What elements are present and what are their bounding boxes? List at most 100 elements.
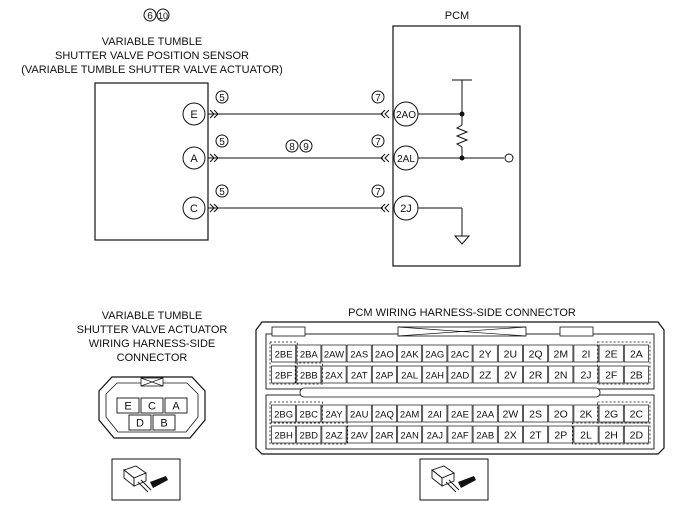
pcm-cell-2L — [573, 425, 599, 444]
pcm-box — [392, 25, 521, 267]
pcm-cell-2AJ — [422, 425, 448, 444]
pcm-cell-2B — [623, 365, 649, 384]
pcm-cell-2AZ — [321, 425, 347, 444]
pcm-internal-circuit — [418, 79, 514, 245]
actuator-pin-box-D — [128, 414, 152, 431]
pcm-cell-2AB — [472, 425, 498, 444]
pcm-cell-2I — [573, 344, 599, 363]
pcm-pin-label-2AP: 2AP — [375, 371, 393, 382]
connector-view-icon-right — [419, 458, 489, 501]
pcm-pin-label-2AJ: 2AJ — [427, 431, 444, 442]
pcm-connector-housing — [255, 321, 665, 455]
pcm-cell-2X — [497, 425, 523, 444]
wire-ref-left: 5 — [219, 187, 225, 198]
wire-ref-mid-9: 9 — [303, 142, 309, 153]
pcm-pin-label-2AI: 2AI — [428, 410, 442, 421]
pcm-key-group-top-right — [597, 341, 651, 385]
pcm-key-group-bottom-left-row2 — [269, 422, 348, 445]
pcm-cell-2M — [548, 344, 574, 363]
pcm-pin-label-2AM: 2AM — [400, 410, 420, 421]
pcm-pin-label-2U: 2U — [504, 349, 517, 361]
pcm-key-group-top-2bb — [294, 362, 323, 385]
pcm-pin-2J: 2J — [400, 203, 412, 215]
pcm-pin-label-2AO: 2AO — [375, 350, 394, 361]
pcm-cell-2AG — [422, 344, 448, 363]
pcm-pin-label-2N: 2N — [554, 370, 567, 382]
pcm-cell-2T — [523, 425, 549, 444]
pcm-key-group-bottom-right — [597, 401, 651, 424]
pcm-pin-label-2BF: 2BF — [275, 371, 293, 382]
pcm-pin-label-2AR: 2AR — [375, 431, 394, 442]
pcm-pin-label-2AN: 2AN — [400, 431, 419, 442]
pcm-cell-2N — [548, 365, 574, 384]
pcm-pin-label-2AC: 2AC — [451, 350, 470, 361]
pcm-pin-label-2H: 2H — [604, 430, 617, 442]
actuator-pin-box-A — [164, 397, 188, 414]
pcm-cell-2Z — [472, 365, 498, 384]
pcm-pin-label-2F: 2F — [605, 370, 617, 382]
pcm-pin-label-2AE: 2AE — [451, 410, 469, 421]
pcm-pin-label-2R: 2R — [529, 370, 543, 382]
pcm-cell-2BF — [271, 365, 297, 384]
sensor-title-line3: (VARIABLE TUMBLE SHUTTER VALVE ACTUATOR) — [21, 64, 283, 76]
actuator-pin-box-C — [140, 397, 164, 414]
note-ref-6: 6 — [147, 11, 153, 22]
pcm-pin-label-2V: 2V — [504, 370, 517, 382]
pcm-cell-2AF — [447, 425, 473, 444]
pcm-cell-2BH — [271, 425, 297, 444]
wire-ref-left: 5 — [219, 93, 225, 104]
pcm-pin-label-2AD: 2AD — [451, 371, 470, 382]
pcm-pin-label-2AZ: 2AZ — [325, 431, 343, 442]
pcm-junction-dots — [459, 111, 465, 161]
pcm-pin-label-2J: 2J — [580, 370, 591, 382]
pcm-cell-2F — [598, 365, 624, 384]
actuator-pin-D: D — [136, 418, 144, 430]
pcm-cell-2AL — [397, 365, 423, 384]
pcm-pin-label-2Q: 2Q — [529, 349, 543, 361]
pcm-cell-2BG — [271, 404, 297, 423]
pcm-cell-2H — [598, 425, 624, 444]
pcm-cell-2AI — [422, 404, 448, 423]
pcm-cell-2J — [573, 365, 599, 384]
sensor-pin-C: C — [190, 203, 198, 215]
pcm-pin-label-2BE: 2BE — [275, 350, 293, 361]
pcm-cell-2AE — [447, 404, 473, 423]
pcm-pin-label-2S: 2S — [529, 409, 542, 421]
pcm-pin-label-2BC: 2BC — [300, 410, 319, 421]
pcm-pin-label-2AV: 2AV — [351, 431, 369, 442]
pcm-key-group-bottom-right-row2 — [572, 422, 651, 445]
pcm-pin-label-2AF: 2AF — [451, 431, 469, 442]
connector-view-icon-left — [111, 458, 181, 501]
pcm-pin-label-2AS: 2AS — [350, 350, 368, 361]
pcm-pin-label-2P: 2P — [554, 430, 567, 442]
pcm-cell-2R — [523, 365, 549, 384]
pcm-cell-2AH — [422, 365, 448, 384]
pcm-pin-label-2BH: 2BH — [274, 431, 293, 442]
pcm-cell-2AS — [346, 344, 372, 363]
sensor-box — [94, 82, 209, 241]
pcm-cell-2G — [598, 404, 624, 423]
pcm-cell-2O — [548, 404, 574, 423]
actuator-pin-E: E — [124, 401, 131, 413]
pcm-cell-2U — [497, 344, 523, 363]
pcm-pin-label-2L: 2L — [580, 430, 592, 442]
pcm-cell-2AQ — [371, 404, 397, 423]
wire-ref-mid-8: 8 — [289, 142, 295, 153]
actuator-connector-title-line2: SHUTTER VALVE ACTUATOR — [77, 324, 228, 336]
pcm-pin-label-2AY: 2AY — [325, 410, 343, 421]
pcm-cell-2BB — [296, 365, 322, 384]
pcm-connector-title: PCM WIRING HARNESS-SIDE CONNECTOR — [348, 307, 576, 319]
pcm-cell-2AD — [447, 365, 473, 384]
actuator-connector-title-line3: WIRING HARNESS-SIDE — [89, 338, 216, 350]
pcm-pin-label-2G: 2G — [604, 409, 618, 421]
sensor-title-line2: SHUTTER VALVE POSITION SENSOR — [55, 50, 249, 62]
sensor-pin-E: E — [190, 109, 197, 121]
pcm-pin-label-2I: 2I — [582, 349, 591, 361]
pcm-pin-label-2O: 2O — [554, 409, 568, 421]
pcm-cell-2AV — [346, 425, 372, 444]
pcm-pin-label-2AL: 2AL — [401, 371, 418, 382]
pcm-pin-label-2E: 2E — [605, 349, 618, 361]
